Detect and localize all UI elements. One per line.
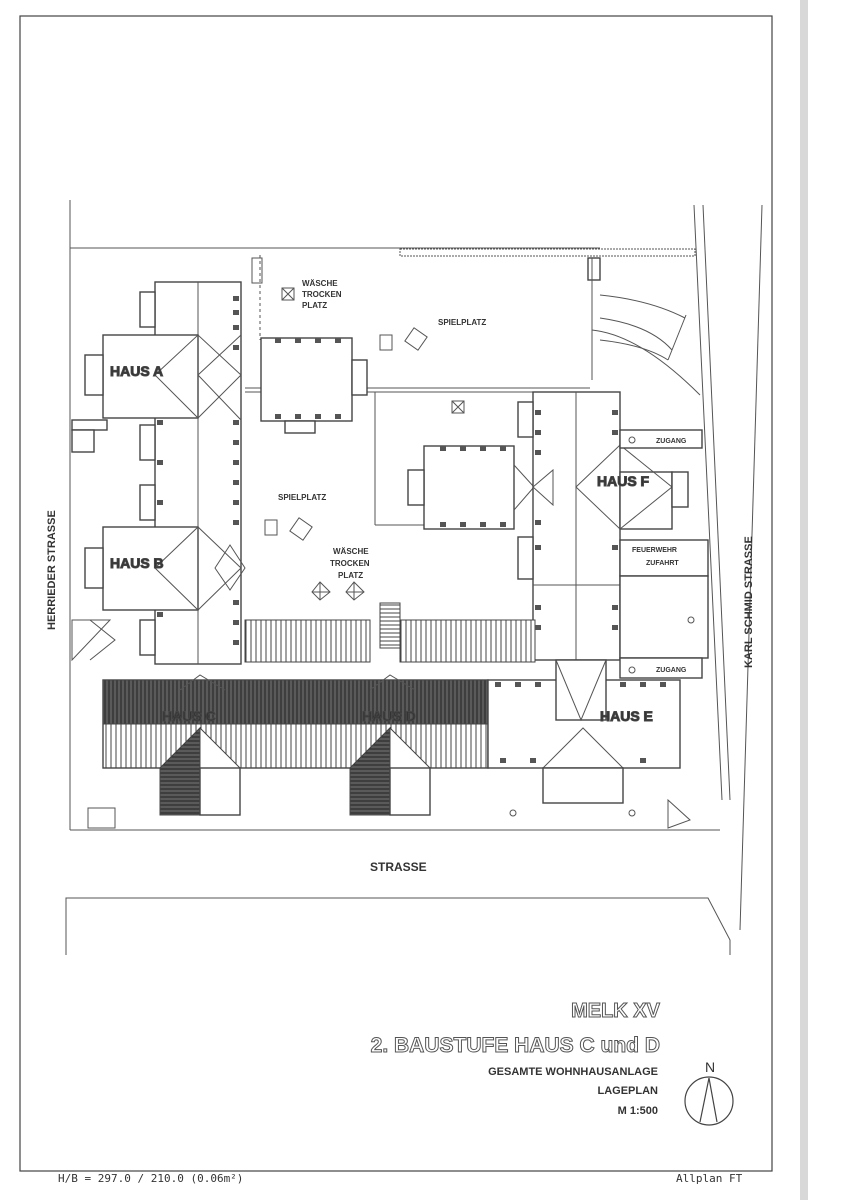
label-spielplatz-2: SPIELPLATZ — [278, 493, 326, 502]
label-haus-e: HAUS E — [600, 708, 653, 724]
label-haus-f: HAUS F — [597, 473, 650, 489]
site-symbols — [251, 257, 465, 601]
label-zugang-1: ZUGANG — [656, 438, 687, 445]
street-curb — [65, 897, 731, 955]
footer-left: H/B = 297.0 / 210.0 (0.06m²) — [58, 1172, 244, 1185]
pergola-strips — [244, 602, 536, 663]
label-waesche-1-line3: PLATZ — [302, 301, 327, 310]
site-boundary — [69, 200, 763, 931]
label-haus-a: HAUS A — [110, 363, 163, 379]
label-waesche-1-line1: WÄSCHE — [302, 279, 338, 288]
trees — [509, 436, 695, 817]
label-street-bottom: STRASSE — [370, 860, 427, 874]
label-feuerwehr-line1: FEUERWEHR — [632, 547, 677, 554]
building-east-wing — [517, 391, 709, 679]
label-haus-b: HAUS B — [110, 555, 164, 571]
west-entrance — [71, 419, 116, 662]
building-north-middle — [260, 337, 368, 434]
label-waesche-2-line2: TROCKEN — [330, 559, 370, 568]
fence-hatching — [399, 248, 696, 257]
building-center — [407, 445, 535, 530]
window-marks — [157, 296, 666, 763]
title-scale: M 1:500 — [618, 1105, 658, 1117]
label-haus-c: HAUS C — [162, 708, 216, 724]
building-west-wing — [84, 281, 246, 665]
building-south-row-cd — [102, 674, 489, 816]
label-spielplatz-1: SPIELPLATZ — [438, 318, 486, 327]
title-block: MELK XV 2. BAUSTUFE HAUS C und D GESAMTE… — [370, 1000, 661, 1118]
label-waesche-2-line3: PLATZ — [338, 571, 363, 580]
title-line2: LAGEPLAN — [598, 1085, 659, 1097]
page-edge-shadow — [800, 0, 808, 1200]
label-waesche-2-line1: WÄSCHE — [333, 547, 369, 556]
driveway-ramp — [587, 257, 701, 396]
label-haus-d: HAUS D — [362, 708, 416, 724]
north-arrow-icon: N — [684, 1059, 734, 1126]
label-street-left: HERRIEDER STRASSE — [46, 510, 58, 630]
building-south-haus-e — [87, 659, 691, 829]
title-phase: 2. BAUSTUFE HAUS C und D — [371, 1034, 660, 1057]
label-street-right: KARL SCHMID STRASSE — [743, 536, 755, 668]
label-feuerwehr-line2: ZUFAHRT — [646, 560, 679, 567]
title-line1: GESAMTE WOHNHAUSANLAGE — [488, 1066, 658, 1078]
title-project: MELK XV — [571, 1000, 661, 1022]
footer-right: Allplan FT — [676, 1172, 743, 1185]
north-label: N — [705, 1059, 715, 1075]
label-zugang-2: ZUGANG — [656, 667, 687, 674]
label-waesche-1-line2: TROCKEN — [302, 290, 342, 299]
